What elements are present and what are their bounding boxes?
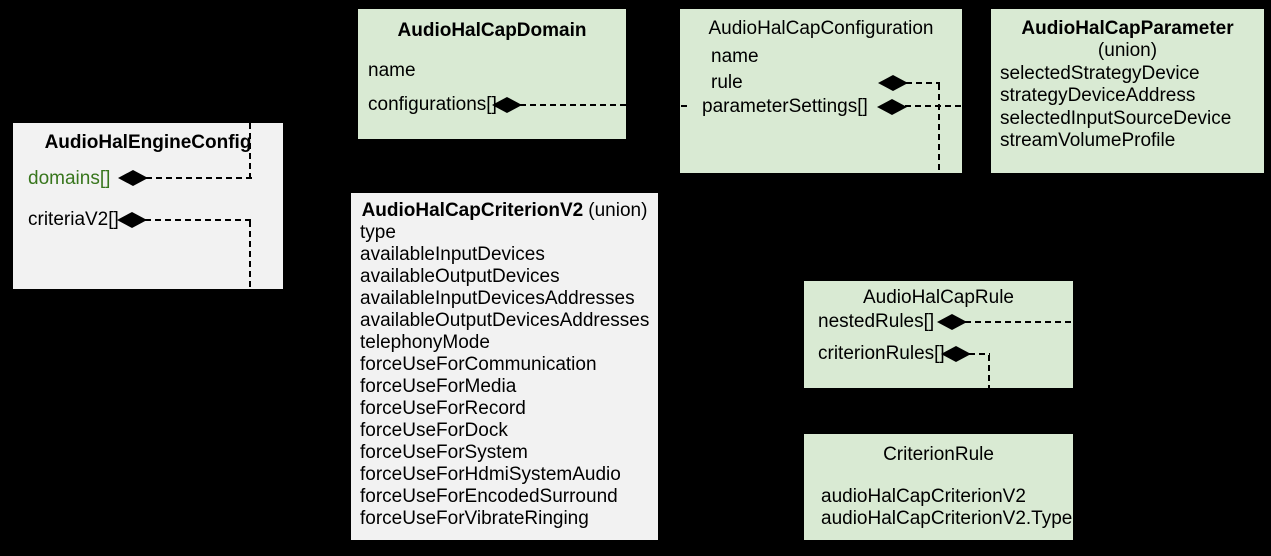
dashed-connector-criteriav2 — [249, 221, 251, 288]
dashed-connector-parametersettings — [905, 105, 963, 107]
member-audiohalcapcriterionv2-type: audioHalCapCriterionV2.Type — [821, 508, 1073, 529]
member-forceuseforsystem: forceUseForSystem — [360, 442, 528, 463]
member-domains: domains[] — [28, 168, 111, 189]
class-title: CriterionRule — [883, 444, 994, 465]
criterionv2-member-list: type availableInputDevices availableOutp… — [360, 222, 649, 530]
class-box-audiohalcapcriterionv2: AudioHalCapCriterionV2(union) — [351, 193, 658, 540]
composition-diamond-icon — [118, 170, 148, 186]
class-title: AudioHalCapDomain — [397, 20, 587, 41]
member-criteriav2: criteriaV2[] — [28, 209, 119, 230]
dashed-connector-rule — [938, 84, 940, 173]
criterionrule-member-list: audioHalCapCriterionV2 audioHalCapCriter… — [821, 486, 1072, 530]
dashed-connector-criterionrules — [969, 353, 990, 355]
member-forceusefordock: forceUseForDock — [360, 420, 508, 441]
dashed-connector-criteriav2 — [145, 219, 252, 221]
member-selectedstrategydevice: selectedStrategyDevice — [1000, 63, 1200, 84]
member-forceuseforcommunication: forceUseForCommunication — [360, 354, 597, 375]
class-subtitle: (union) — [1097, 40, 1158, 61]
member-domain-name: name — [368, 60, 416, 81]
composition-diamond-icon — [117, 212, 147, 228]
member-parametersettings: parameterSettings[] — [702, 96, 868, 117]
class-box-audiohalcapconfiguration: AudioHalCapConfiguration — [680, 9, 962, 173]
dashed-connector-nestedrules — [965, 321, 1073, 323]
member-strategydeviceaddress: strategyDeviceAddress — [1000, 85, 1196, 107]
dashed-connector-rule — [906, 82, 940, 84]
class-title: AudioHalCapRule — [862, 287, 1015, 308]
class-title-name: AudioHalCapCriterionV2 — [361, 200, 584, 221]
dashed-connector-criterionrules — [988, 355, 990, 388]
class-title: AudioHalCapConfiguration — [708, 18, 934, 39]
dashed-connector-configurations — [520, 104, 626, 106]
member-availableoutputdevices: availableOutputDevices — [360, 266, 560, 287]
member-nestedrules: nestedRules[] — [818, 311, 935, 332]
member-criterionrules: criterionRules[] — [818, 343, 945, 364]
class-box-audiohalcaprule: AudioHalCapRule — [804, 281, 1073, 388]
member-forceuseforrecord: forceUseForRecord — [360, 398, 526, 419]
class-box-audiohalcapdomain: AudioHalCapDomain — [358, 9, 626, 139]
class-box-audiohalcapparameter: AudioHalCapParameter (union) — [991, 9, 1264, 173]
class-title: AudioHalCapParameter — [1021, 18, 1234, 39]
dashed-connector-domains — [146, 177, 252, 179]
class-box-audiohalengineconfig: AudioHalEngineConfig — [13, 123, 283, 289]
composition-diamond-icon — [937, 314, 967, 330]
dashed-connector-domains — [249, 123, 251, 179]
member-forceuseforencodedsurround: forceUseForEncodedSurround — [360, 486, 618, 507]
member-configurations: configurations[] — [368, 94, 497, 115]
member-rule: rule — [711, 72, 743, 93]
composition-diamond-icon — [941, 346, 971, 362]
parameter-member-list: selectedStrategyDevice strategyDeviceAdd… — [1000, 63, 1231, 153]
member-forceuseforvibrateringing: forceUseForVibrateRinging — [360, 508, 589, 529]
member-configuration-name: name — [711, 46, 759, 67]
class-title: AudioHalCapCriterionV2(union) — [351, 200, 658, 222]
class-subtitle: (union) — [588, 200, 648, 221]
member-forceuseformedia: forceUseForMedia — [360, 376, 517, 397]
composition-diamond-icon — [878, 75, 908, 91]
member-telephonymode: telephonyMode — [360, 332, 490, 353]
class-box-criterionrule: CriterionRule — [804, 434, 1073, 540]
composition-diamond-icon — [877, 99, 907, 115]
member-availableoutputdevicesaddresses: availableOutputDevicesAddresses — [360, 310, 650, 331]
member-streamvolumeprofile: streamVolumeProfile — [1000, 130, 1176, 152]
member-availableinputdevices: availableInputDevices — [360, 244, 545, 265]
dashed-connector-configurations — [681, 105, 690, 107]
composition-diamond-icon — [492, 97, 522, 113]
member-forceuseforhdmisystemaudio: forceUseForHdmiSystemAudio — [360, 464, 621, 485]
member-audiohalcapcriterionv2: audioHalCapCriterionV2 — [821, 486, 1026, 507]
member-type: type — [360, 222, 396, 243]
member-availableinputdevicesaddresses: availableInputDevicesAddresses — [360, 288, 635, 309]
class-title: AudioHalEngineConfig — [44, 132, 252, 153]
member-selectedinputsourcedevice: selectedInputSourceDevice — [1000, 107, 1232, 129]
